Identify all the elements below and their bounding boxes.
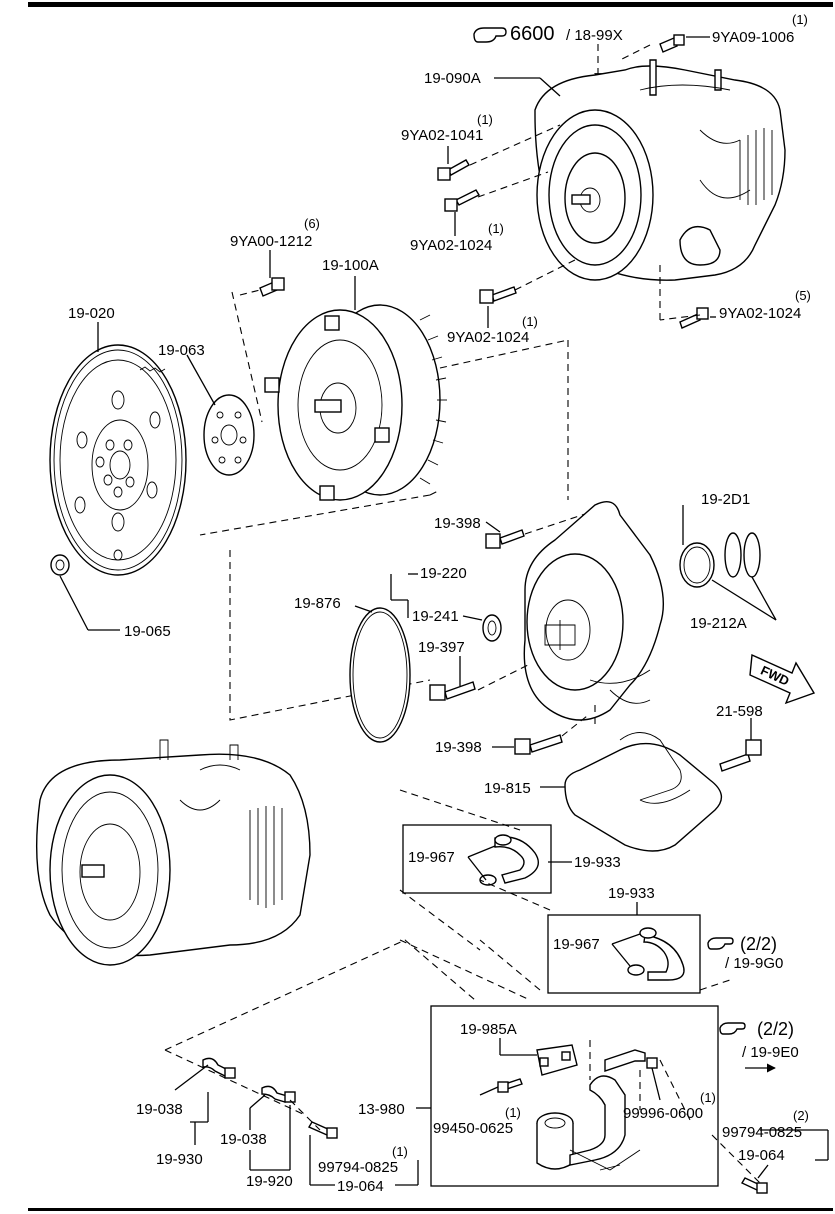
fwd-arrow-icon: FWD bbox=[749, 653, 816, 705]
bracket-19-985A bbox=[536, 1044, 578, 1076]
part-label: 19-065 bbox=[124, 623, 171, 640]
bolt-9YA09-1006 bbox=[659, 34, 685, 53]
qty-label: (2) bbox=[793, 1108, 809, 1123]
part-label: 9YA02-1024 bbox=[719, 305, 801, 322]
transmission-assembly bbox=[35, 739, 311, 966]
part-label: 19-815 bbox=[484, 780, 531, 797]
hose-19-038-b bbox=[261, 1085, 296, 1103]
bolt-19-398-a bbox=[485, 529, 525, 549]
torque-converter-19-100A bbox=[264, 304, 447, 501]
part-label: 99794-0825 bbox=[318, 1159, 398, 1176]
ref-page: / 19-9E0 bbox=[742, 1044, 799, 1061]
qty-label: (1) bbox=[505, 1105, 521, 1120]
pointing-hand-icon bbox=[473, 27, 507, 43]
pointing-hand-icon bbox=[719, 1022, 746, 1035]
reference-page: / 18-99X bbox=[566, 27, 623, 44]
bolt-9YA02-1024-c bbox=[679, 307, 709, 329]
qty-label: (1) bbox=[477, 112, 493, 127]
part-label: 19-241 bbox=[412, 608, 459, 625]
reference-6600[interactable]: 6600 / 18-99X bbox=[473, 23, 623, 81]
part-label: 19-967 bbox=[553, 936, 600, 953]
qty-label: (1) bbox=[392, 1144, 408, 1159]
part-label: 99996-0600 bbox=[623, 1105, 703, 1122]
part-label: 19-212A bbox=[690, 615, 747, 632]
ref-part: (2/2) bbox=[757, 1019, 794, 1039]
part-label: 19-220 bbox=[420, 565, 467, 582]
ref-page: / 19-9G0 bbox=[725, 955, 783, 972]
part-label: 19-398 bbox=[435, 739, 482, 756]
reference-2-2-a[interactable]: (2/2) / 19-9G0 bbox=[707, 934, 783, 972]
qty-label: (1) bbox=[488, 221, 504, 236]
part-labels: (1) 9YA09-1006 19-090A (1) 9YA02-1041 (1… bbox=[68, 12, 811, 1195]
bolt-21-598 bbox=[719, 739, 762, 772]
bolt-99996-0600 bbox=[646, 1057, 658, 1069]
reference-2-2-b[interactable]: (2/2) / 19-9E0 bbox=[719, 1019, 799, 1073]
part-label: 19-930 bbox=[156, 1151, 203, 1168]
bottom-border bbox=[28, 1208, 833, 1211]
qty-label: (1) bbox=[522, 314, 538, 329]
hose-kit-19-933-a bbox=[402, 824, 552, 894]
part-label: 9YA00-1212 bbox=[230, 233, 312, 250]
top-border bbox=[28, 2, 833, 7]
qty-label: (5) bbox=[795, 288, 811, 303]
part-label: 21-598 bbox=[716, 703, 763, 720]
part-label: 19-920 bbox=[246, 1173, 293, 1190]
qty-label: (6) bbox=[304, 216, 320, 231]
converter-housing bbox=[523, 501, 665, 721]
bolt-19-065 bbox=[50, 554, 70, 576]
part-label: 19-064 bbox=[337, 1178, 384, 1195]
oil-cooler-13-980 bbox=[430, 1005, 719, 1187]
part-label: 19-397 bbox=[418, 639, 465, 656]
bolt-99794-0825-b bbox=[307, 1121, 338, 1139]
bolt-9YA02-1041 bbox=[437, 159, 470, 181]
part-label: 19-038 bbox=[220, 1131, 267, 1148]
part-label: 9YA02-1024 bbox=[410, 237, 492, 254]
part-label: 19-985A bbox=[460, 1021, 517, 1038]
hose-kit-19-933-b bbox=[547, 914, 701, 994]
hose-19-038-a bbox=[202, 1057, 236, 1079]
part-label: 19-063 bbox=[158, 342, 205, 359]
oil-pan-19-815 bbox=[564, 732, 723, 852]
seal-rings-19-212A bbox=[724, 532, 761, 578]
bolt-99794-0825-a bbox=[741, 1177, 768, 1194]
seal-19-241 bbox=[482, 614, 502, 642]
bolt-19-397 bbox=[429, 681, 476, 701]
part-label: 19-967 bbox=[408, 849, 455, 866]
bolt-19-398-b bbox=[514, 734, 563, 755]
part-label: 19-020 bbox=[68, 305, 115, 322]
transmission-case-19-090A bbox=[534, 59, 786, 281]
part-label: 99794-0825 bbox=[722, 1124, 802, 1141]
plate-19-063 bbox=[203, 394, 255, 476]
part-label: 19-876 bbox=[294, 595, 341, 612]
bolt-9YA00-1212 bbox=[259, 277, 285, 297]
part-label: 19-933 bbox=[574, 854, 621, 871]
leader-lines bbox=[59, 36, 829, 1186]
qty-label: (1) bbox=[700, 1090, 716, 1105]
part-label: 19-100A bbox=[322, 257, 379, 274]
part-label: 19-090A bbox=[424, 70, 481, 87]
part-label: 19-064 bbox=[738, 1147, 785, 1164]
o-ring-19-876 bbox=[349, 607, 411, 743]
flywheel-19-020 bbox=[49, 344, 187, 576]
pointing-hand-icon bbox=[707, 937, 734, 950]
part-label: 19-398 bbox=[434, 515, 481, 532]
part-label: 13-980 bbox=[358, 1101, 405, 1118]
part-label: 19-933 bbox=[608, 885, 655, 902]
bolt-99450-0625 bbox=[497, 1078, 523, 1093]
part-label: 19-038 bbox=[136, 1101, 183, 1118]
part-label: 19-2D1 bbox=[701, 491, 750, 508]
part-label: 9YA09-1006 bbox=[712, 29, 794, 46]
part-label: 9YA02-1041 bbox=[401, 127, 483, 144]
bolt-9YA02-1024-b bbox=[479, 286, 517, 304]
qty-label: (1) bbox=[792, 12, 808, 27]
ref-part: (2/2) bbox=[740, 934, 777, 954]
bolt-9YA02-1024-a bbox=[444, 189, 480, 212]
part-label: 9YA02-1024 bbox=[447, 329, 529, 346]
ring-19-2D1 bbox=[679, 542, 715, 588]
part-label: 99450-0625 bbox=[433, 1120, 513, 1137]
reference-number: 6600 bbox=[510, 23, 555, 45]
